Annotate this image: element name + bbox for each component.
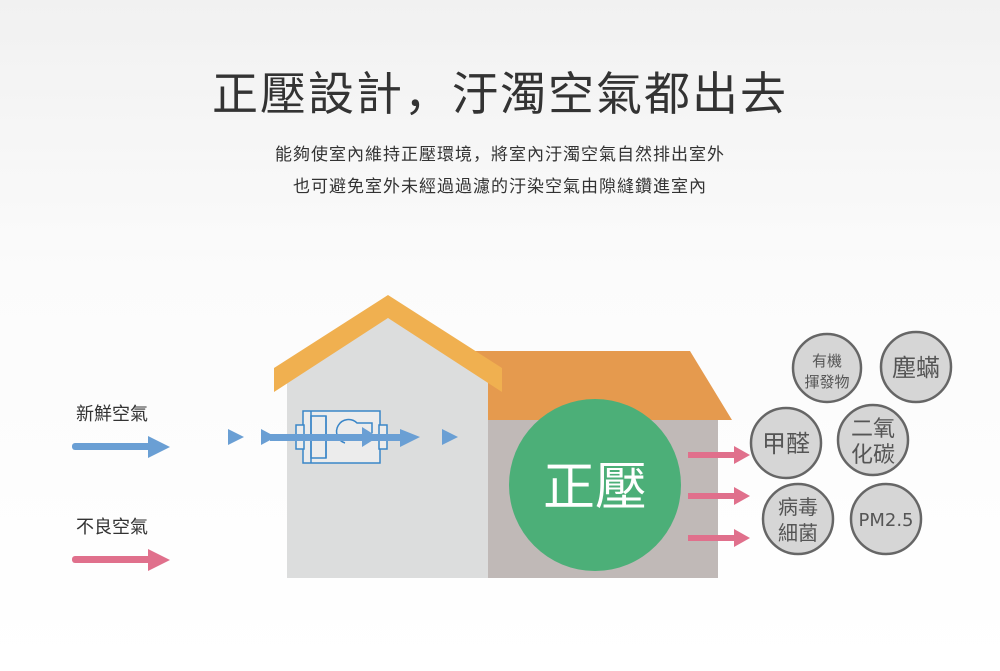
positive-pressure-circle (509, 399, 681, 571)
bad-air-arrow-icon (72, 549, 170, 571)
svg-text:塵蟎: 塵蟎 (892, 354, 940, 382)
subtitle-line-1: 能夠使室內維持正壓環境，將室內汙濁空氣自然排出室外 (275, 145, 725, 165)
pollutant-pm25: PM2.5 (849, 482, 923, 556)
subtitle-line-2: 也可避免室外未經過過濾的汙染空氣由隙縫鑽進室內 (293, 177, 707, 197)
svg-text:有機: 有機 (812, 352, 842, 370)
fresh-air-arrow-icon (72, 436, 170, 458)
svg-text:PM2.5: PM2.5 (858, 510, 913, 531)
svg-text:甲醛: 甲醛 (762, 430, 810, 458)
fresh-air-flow (228, 427, 458, 447)
svg-text:細菌: 細菌 (778, 521, 818, 545)
outgoing-air-arrows (688, 446, 750, 547)
legend-fresh-air-label: 新鮮空氣 (76, 404, 148, 425)
positive-pressure-label: 正壓 (543, 458, 647, 518)
pollutant-formaldehyde: 甲醛 (749, 406, 823, 480)
pollutant-co2: 二氧 化碳 (836, 403, 910, 477)
pollutant-dust-mite: 塵蟎 (879, 330, 953, 404)
svg-text:病毒: 病毒 (778, 495, 818, 519)
page-title: 正壓設計，汙濁空氣都出去 (212, 67, 788, 121)
pollutant-voc: 有機 揮發物 (791, 332, 863, 404)
pollutant-virus-bacteria: 病毒 細菌 (761, 482, 835, 556)
svg-text:揮發物: 揮發物 (804, 373, 849, 391)
svg-text:化碳: 化碳 (851, 443, 895, 468)
left-roof (274, 295, 502, 392)
right-roof (470, 351, 732, 420)
svg-text:二氧: 二氧 (851, 417, 895, 442)
legend-bad-air-label: 不良空氣 (76, 517, 148, 538)
